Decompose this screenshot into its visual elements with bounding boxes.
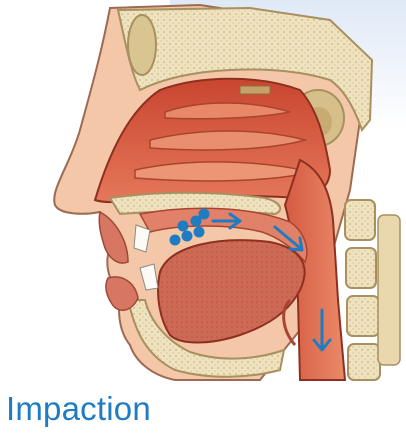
frontal-sinus [128, 15, 156, 75]
olfactory-ridge [240, 86, 270, 94]
figure-caption: Impaction [6, 390, 151, 428]
cervical-spine [345, 200, 400, 380]
